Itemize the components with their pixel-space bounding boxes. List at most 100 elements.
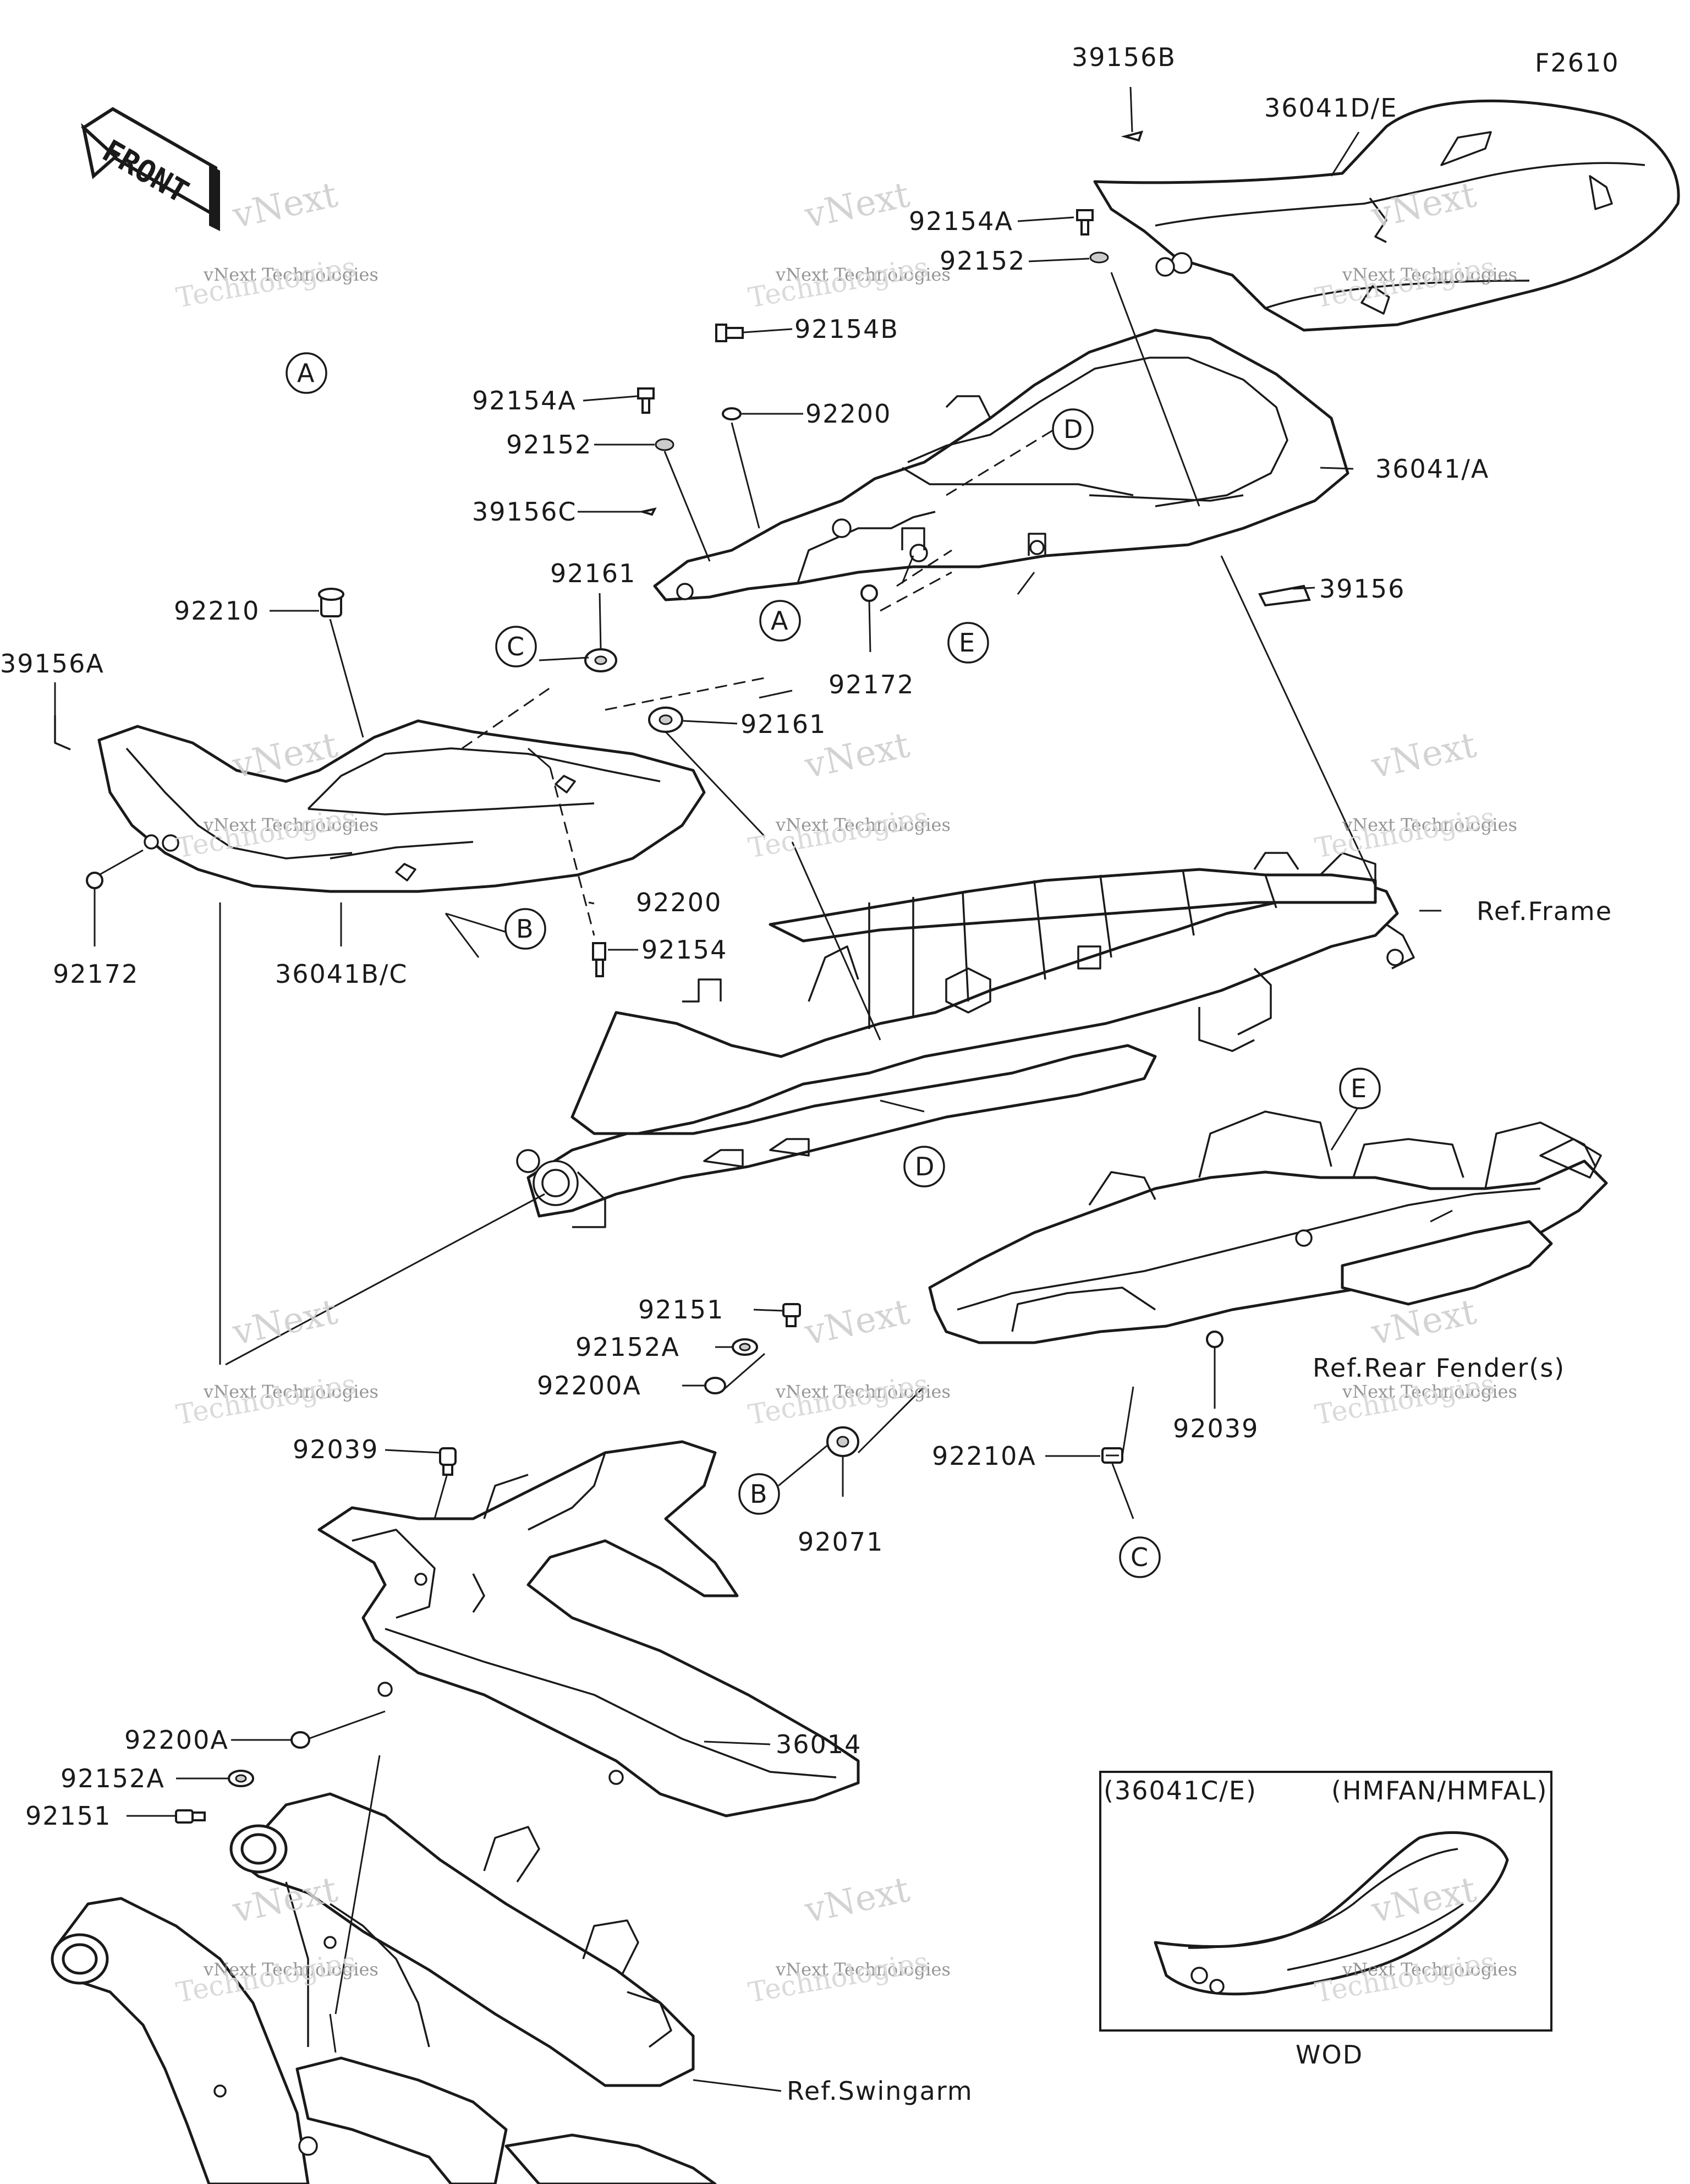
part-92151-top: 92151: [638, 1295, 724, 1324]
ref-swingarm-label: Ref.Swingarm: [787, 2076, 973, 2106]
part-92200a-bottom: 92200A: [124, 1725, 229, 1755]
bolt-92151-bottom: [175, 1809, 206, 1824]
svg-text:vNext: vNext: [801, 1291, 913, 1354]
bolt-92154b: [715, 324, 744, 342]
svg-text:C: C: [1131, 1542, 1149, 1572]
svg-text:vNext Technologies: vNext Technologies: [203, 1381, 378, 1402]
nut-92152a-bottom: [228, 1770, 254, 1787]
collar-92210a: [1101, 1447, 1123, 1464]
washer-92200-top: [722, 407, 742, 420]
part-39156: 39156: [1319, 574, 1405, 604]
svg-text:E: E: [1351, 1074, 1368, 1103]
inset-part-label: (36041C/E): [1104, 1776, 1257, 1805]
part-92172-right: 92172: [828, 670, 914, 699]
leader-lines: [54, 86, 1453, 2092]
washer-92152-top: [1089, 251, 1109, 264]
part-36041bc: 36041B/C: [275, 959, 408, 989]
inset-seat-cowl-36041ce: [1154, 1831, 1509, 1996]
alignment-dashes: [462, 417, 1073, 936]
callout-b-bottom: B: [738, 1473, 780, 1515]
clip-39156b: [1121, 130, 1144, 142]
part-92210: 92210: [174, 596, 260, 626]
swingarm-assembly: [51, 1792, 717, 2184]
part-92152a-top: 92152A: [575, 1332, 680, 1362]
part-92200-top: 92200: [805, 399, 891, 429]
part-39156b: 39156B: [1072, 42, 1176, 72]
svg-text:vNext Technologies: vNext Technologies: [1342, 1959, 1517, 1980]
ref-rear-fender-label: Ref.Rear Fender(s): [1313, 1353, 1565, 1383]
part-92200-mid: 92200: [636, 888, 722, 917]
part-92210a: 92210A: [932, 1441, 1036, 1471]
part-92039-left: 92039: [293, 1435, 378, 1464]
side-cover-36041a: [653, 329, 1349, 601]
chain-cover-36014: [317, 1440, 860, 1818]
seat-cowl-36041de: [1093, 99, 1680, 332]
svg-text:vNext: vNext: [801, 174, 913, 237]
part-92039-right: 92039: [1173, 1414, 1259, 1443]
svg-text:Technologies: Technologies: [746, 1946, 931, 2009]
side-cover-36041bc: [97, 719, 706, 893]
ref-frame-label: Ref.Frame: [1477, 896, 1612, 926]
nut-92152a-top: [732, 1338, 758, 1356]
part-92151-bottom: 92151: [25, 1801, 111, 1831]
rear-fender-assembly: [928, 1110, 1608, 1344]
part-labels: 39156B 36041D/E 92154A 92152 92154B 9215…: [0, 42, 1489, 1831]
svg-text:vNext Technologies: vNext Technologies: [1342, 814, 1517, 835]
frame-assembly: [516, 852, 1415, 1228]
callout-d-top: D: [1052, 408, 1094, 450]
svg-text:C: C: [507, 632, 525, 661]
svg-text:Technologies: Technologies: [746, 1368, 931, 1431]
part-92154b: 92154B: [794, 314, 899, 344]
screw-92039-right: [1206, 1331, 1223, 1348]
svg-text:vNext: vNext: [229, 1291, 341, 1354]
part-92161-left: 92161: [550, 559, 636, 588]
part-36041a: 36041/A: [1375, 454, 1489, 484]
figure-code: F2610: [1535, 48, 1620, 78]
callout-d-bottom: D: [903, 1146, 945, 1187]
svg-text:D: D: [915, 1152, 935, 1181]
collar-92210: [318, 588, 344, 617]
part-39156a: 39156A: [0, 649, 105, 678]
callout-c-bottom: C: [1119, 1536, 1161, 1578]
bolt-92154a-mid: [637, 387, 655, 414]
svg-text:Technologies: Technologies: [746, 801, 931, 864]
svg-text:vNext Technologies: vNext Technologies: [203, 814, 378, 835]
callout-c-top: C: [495, 626, 537, 667]
part-92161-right: 92161: [740, 709, 826, 739]
part-92152-top: 92152: [940, 246, 1025, 276]
svg-text:A: A: [297, 358, 315, 388]
front-direction-arrow-icon: FRONT: [81, 107, 220, 231]
part-92154a-mid: 92154A: [472, 386, 577, 415]
part-92154a-top: 92154A: [909, 206, 1013, 236]
part-92172-left: 92172: [53, 959, 139, 989]
svg-text:Technologies: Technologies: [746, 251, 931, 314]
bolt-92151-top: [782, 1303, 801, 1327]
svg-text:Technologies: Technologies: [174, 251, 359, 314]
part-39156c: 39156C: [472, 497, 577, 527]
svg-text:vNext Technologies: vNext Technologies: [203, 264, 378, 285]
callout-b-top: B: [504, 908, 546, 950]
svg-text:vNext Technologies: vNext Technologies: [775, 264, 951, 285]
svg-text:vNext: vNext: [1368, 725, 1480, 787]
svg-text:vNext Technologies: vNext Technologies: [203, 1959, 378, 1980]
svg-text:vNext Technologies: vNext Technologies: [1342, 264, 1517, 285]
clip-39156: [1258, 584, 1311, 607]
part-92200a-top: 92200A: [537, 1371, 641, 1400]
inset-models-label: (HMFAN/HMFAL): [1331, 1776, 1548, 1805]
svg-text:vNext Technologies: vNext Technologies: [775, 814, 951, 835]
screw-92172-right: [860, 584, 878, 602]
callout-a-mid: A: [759, 600, 801, 642]
part-36041de: 36041D/E: [1264, 93, 1397, 123]
part-92152-mid: 92152: [506, 430, 592, 459]
svg-text:vNext Technologies: vNext Technologies: [1342, 1381, 1517, 1402]
svg-text:vNext: vNext: [801, 1869, 913, 1931]
svg-text:vNext Technologies: vNext Technologies: [775, 1381, 951, 1402]
screw-92039-left: [439, 1447, 457, 1476]
clip-39156c: [638, 507, 657, 516]
washer-92200a-bottom: [290, 1731, 310, 1749]
assembly-lines: [219, 902, 545, 2053]
svg-text:vNext Technologies: vNext Technologies: [775, 1959, 951, 1980]
svg-text:B: B: [516, 914, 535, 944]
svg-text:Technologies: Technologies: [174, 1368, 359, 1431]
